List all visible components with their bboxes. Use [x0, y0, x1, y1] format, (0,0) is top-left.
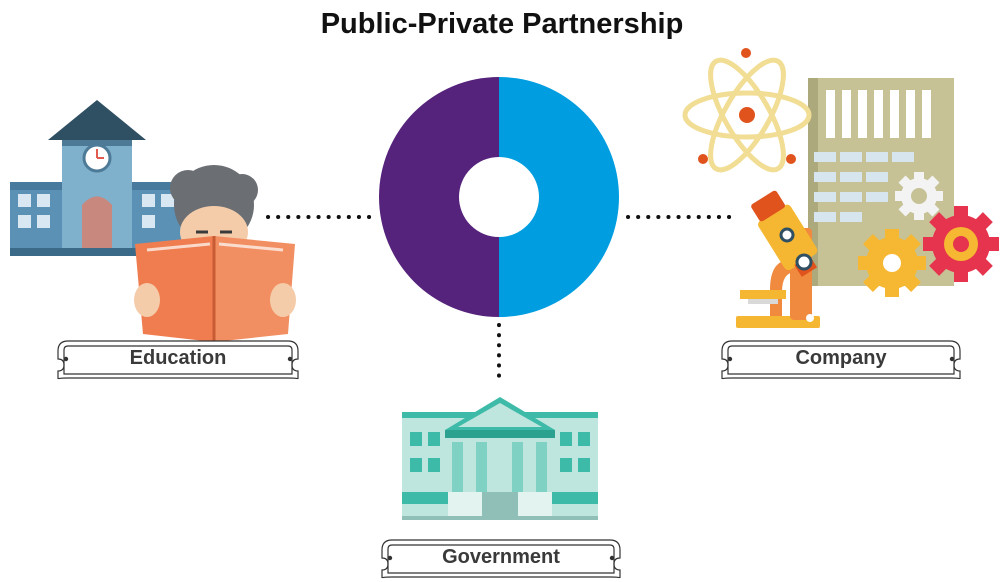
- hub-left-half: [379, 77, 499, 317]
- company-label: Company: [795, 347, 887, 369]
- hub-right-half: [499, 77, 619, 317]
- atom-icon: [682, 57, 812, 173]
- donut-hub-icon: [379, 77, 619, 317]
- label-frames: [57, 340, 961, 579]
- microscope-icon: [736, 190, 820, 328]
- education-label: Education: [129, 347, 227, 369]
- government-building-icon: [402, 397, 598, 520]
- government-label: Government: [442, 546, 560, 568]
- gear-red-icon: [923, 206, 999, 282]
- company-label-frame: [721, 340, 961, 380]
- school-reader-icon: [10, 100, 296, 342]
- gear-white-icon: [895, 172, 943, 220]
- connectors: [266, 215, 732, 387]
- science-industry-icon: [682, 48, 999, 328]
- page-title: Public-Private Partnership: [320, 8, 684, 40]
- education-label-frame: [57, 340, 299, 380]
- hub-center: [459, 157, 539, 237]
- government-label-frame: [381, 539, 621, 579]
- gear-yellow-icon: [858, 229, 926, 297]
